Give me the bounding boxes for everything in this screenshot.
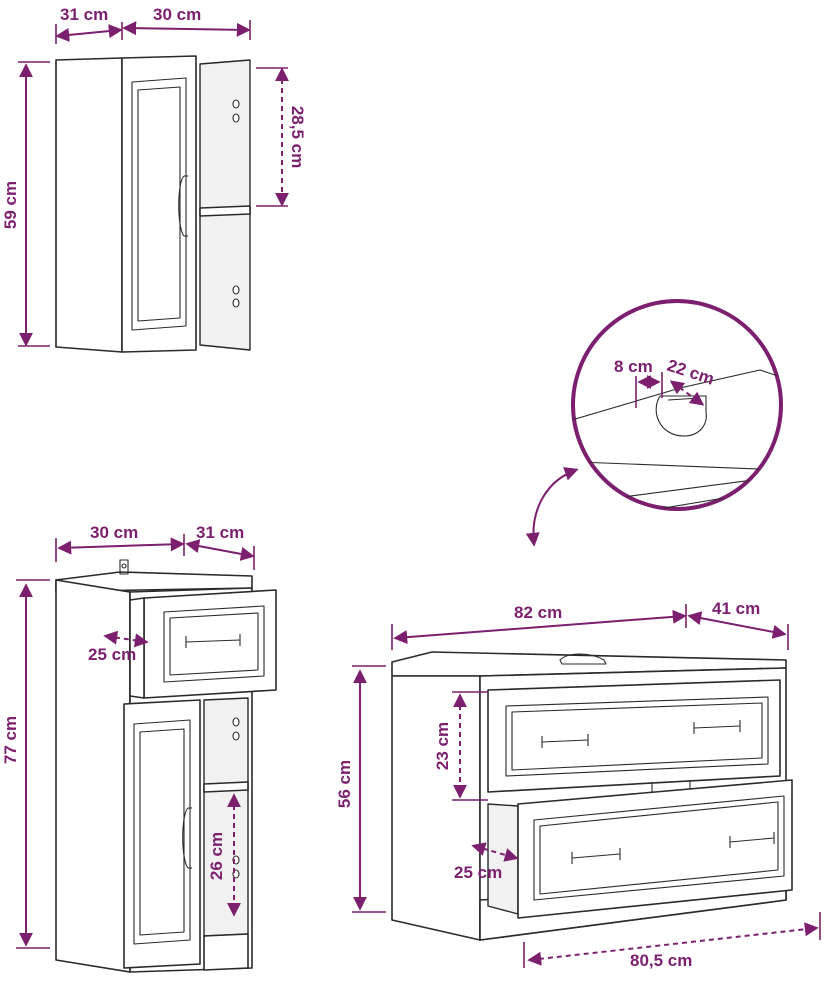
vanity-drawer-height-label: 23 cm	[433, 722, 452, 770]
vanity-drawer-depth-label: 25 cm	[454, 863, 502, 882]
wall-height-label: 59 cm	[1, 181, 20, 229]
cutout-width-label: 8 cm	[614, 357, 653, 376]
tall-cabinet	[55, 559, 277, 973]
vanity-height-label: 56 cm	[335, 760, 354, 808]
wall-cabinet-dimensions: 31 cm 30 cm 59 cm 28,5 cm	[1, 5, 307, 347]
cutout-detail-zoom: 8 cm 22 cm	[525, 299, 783, 547]
vanity-unit	[391, 651, 793, 941]
tall-depth-label: 31 cm	[196, 523, 244, 542]
wall-depth-label: 31 cm	[60, 5, 108, 24]
vanity-width-label: 82 cm	[514, 603, 562, 622]
wall-shelf-gap-label: 28,5 cm	[288, 106, 307, 168]
tall-cabinet-dimensions: 30 cm 31 cm 77 cm 25 cm 26 cm	[1, 523, 255, 949]
wall-cabinet	[55, 55, 251, 353]
wall-width-label: 30 cm	[153, 5, 201, 24]
vanity-inner-width-label: 80,5 cm	[630, 951, 692, 970]
tall-height-label: 77 cm	[1, 716, 20, 764]
tall-drawer-depth-label: 25 cm	[88, 645, 136, 664]
tall-shelf-gap-label: 26 cm	[207, 832, 226, 880]
vanity-unit-dimensions: 82 cm 41 cm 56 cm 23 cm 25 cm 80,5 cm	[335, 599, 821, 970]
vanity-depth-label: 41 cm	[712, 599, 760, 618]
tall-width-label: 30 cm	[90, 523, 138, 542]
